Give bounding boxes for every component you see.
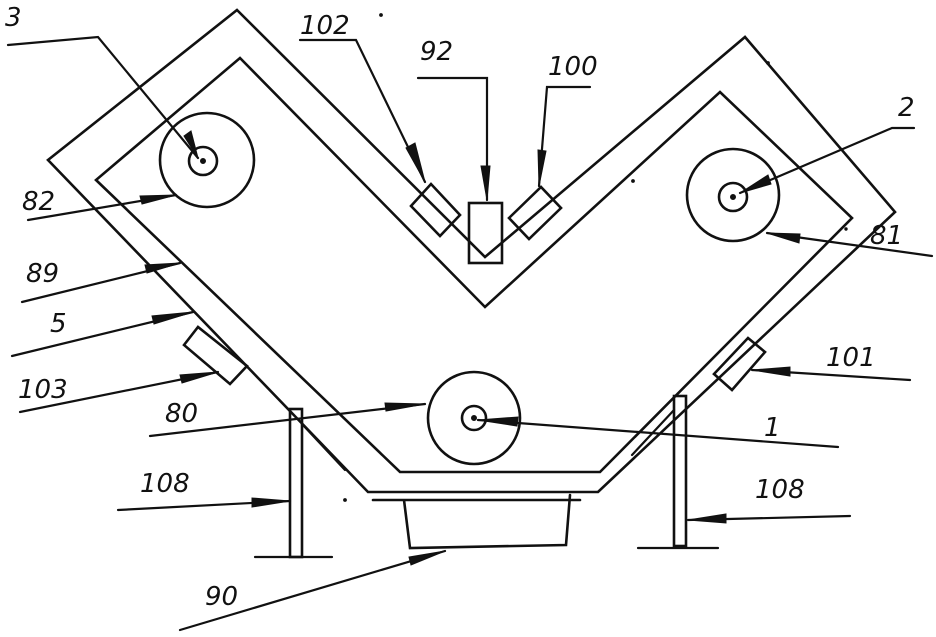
- label-5: 5: [50, 309, 67, 339]
- leader-5: [10, 310, 195, 358]
- label-100: 100: [548, 52, 598, 82]
- stray-dot: [379, 13, 383, 17]
- leader-102: [298, 38, 427, 184]
- leader-103: [18, 370, 220, 414]
- label-81: 81: [870, 221, 903, 251]
- leader-108-left: [116, 497, 292, 512]
- stray-dot: [343, 498, 347, 502]
- pulley-3: [158, 111, 256, 209]
- leader-81: [765, 231, 934, 258]
- label-103: 103: [18, 375, 68, 405]
- pulley-1: [426, 370, 522, 466]
- leader-80: [148, 402, 427, 438]
- label-3: 3: [5, 3, 22, 33]
- leader-108-right: [686, 513, 852, 524]
- label-1: 1: [764, 413, 781, 443]
- label-92: 92: [420, 37, 453, 67]
- leader-101: [750, 366, 912, 382]
- support-leg-left: [253, 407, 347, 559]
- label-102: 102: [300, 11, 350, 41]
- leader-90: [178, 549, 447, 632]
- component-103-box: [182, 325, 249, 386]
- label-82: 82: [22, 187, 55, 217]
- component-100-block: [507, 185, 563, 241]
- label-80: 80: [165, 399, 198, 429]
- support-leg-right: [630, 394, 720, 550]
- outer-v-housing: [46, 8, 897, 494]
- stray-dot: [766, 61, 770, 65]
- leader-92: [416, 76, 491, 202]
- leader-3: [6, 35, 200, 160]
- label-89: 89: [26, 259, 59, 289]
- label-2: 2: [898, 93, 915, 123]
- component-92-block: [467, 201, 504, 265]
- leader-1: [476, 416, 840, 449]
- bottom-tray: [371, 493, 582, 550]
- label-101: 101: [826, 343, 876, 373]
- component-102-block: [409, 182, 462, 238]
- leader-89: [20, 261, 182, 304]
- inner-v-chamber: [94, 56, 854, 474]
- leader-82: [26, 193, 178, 222]
- leader-2: [738, 126, 916, 195]
- pulley-2: [685, 147, 781, 243]
- stray-dot: [844, 227, 848, 231]
- component-101-box: [712, 336, 767, 392]
- label-108-left: 108: [140, 469, 190, 499]
- label-108-right: 108: [755, 475, 805, 505]
- label-90: 90: [205, 582, 238, 612]
- leader-100: [537, 85, 592, 188]
- stray-dot: [631, 179, 635, 183]
